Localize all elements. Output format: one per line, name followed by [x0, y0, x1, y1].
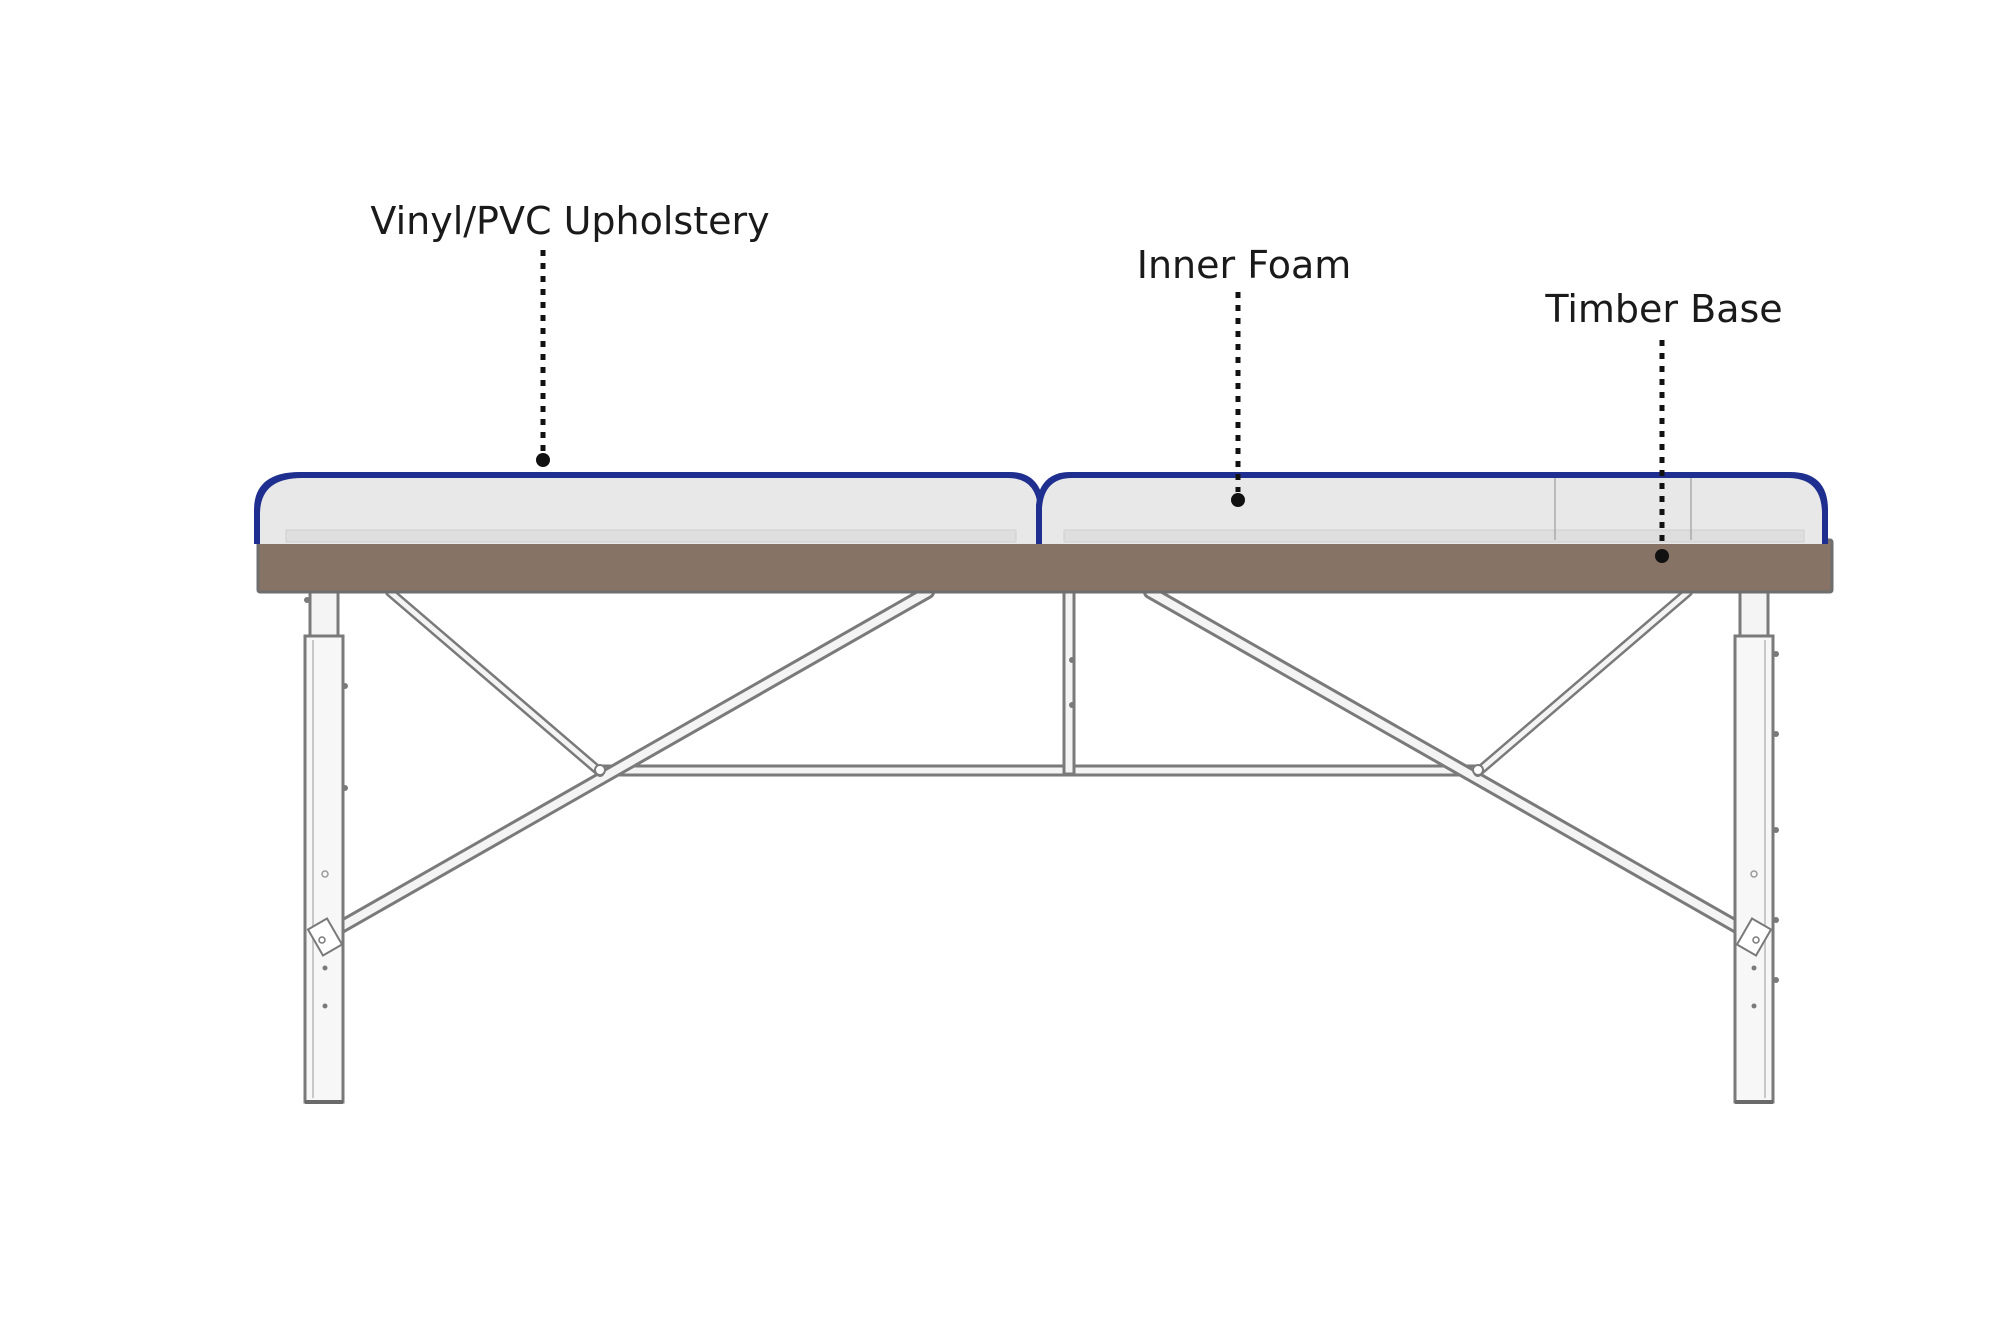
left-leg-adjust-hole-1	[322, 965, 328, 971]
left-leg-bracket-bolt	[318, 936, 326, 944]
right-leg	[1733, 634, 1775, 1104]
left-leg-adjust-hole-2	[322, 1003, 328, 1009]
table-frame	[303, 585, 1779, 1104]
foam-marker-dot	[1231, 493, 1245, 507]
foam-label: Inner Foam	[1137, 243, 1352, 287]
center-post-bolt-1	[1069, 657, 1075, 663]
right-leg-knob-5	[1773, 977, 1779, 983]
left-leg-bracket	[306, 917, 344, 957]
base-marker-dot	[1655, 549, 1669, 563]
left-leg-screw	[321, 870, 329, 878]
right-board-strip	[1063, 529, 1805, 543]
right-leg-knob-3	[1773, 827, 1779, 833]
base-label: Timber Base	[1544, 287, 1782, 331]
right-leg-bracket-bolt	[1752, 936, 1760, 944]
callouts: Vinyl/PVC Upholstery Inner Foam Timber B…	[370, 199, 1783, 563]
right-brace-long	[1146, 588, 1764, 944]
right-brace-pivot	[1472, 764, 1484, 776]
left-board-strip	[285, 529, 1017, 543]
upholstery-label: Vinyl/PVC Upholstery	[370, 199, 769, 243]
right-leg-adjust-hole-2	[1751, 1003, 1757, 1009]
left-cushion-foam	[260, 478, 1038, 544]
left-leg-knob-1	[342, 683, 348, 689]
stretcher-bar	[598, 764, 1482, 777]
left-brace-long	[314, 588, 932, 944]
left-brace-short	[387, 589, 603, 775]
right-brace-short	[1475, 589, 1691, 775]
left-leg-knob-2	[342, 785, 348, 791]
timber-base	[256, 538, 1834, 594]
table-top-cushions	[254, 472, 1828, 544]
left-leg	[303, 634, 345, 1104]
right-leg-knob-1	[1773, 651, 1779, 657]
right-leg-knob-2	[1773, 731, 1779, 737]
center-post-bolt-2	[1069, 702, 1075, 708]
center-hinge-post	[1062, 586, 1076, 776]
left-brace-pivot	[594, 764, 606, 776]
right-leg-adjust-hole-1	[1751, 965, 1757, 971]
left-leg-knob-3	[304, 597, 310, 603]
right-leg-screw	[1750, 870, 1758, 878]
upholstery-marker-dot	[536, 453, 550, 467]
right-leg-knob-4	[1773, 917, 1779, 923]
